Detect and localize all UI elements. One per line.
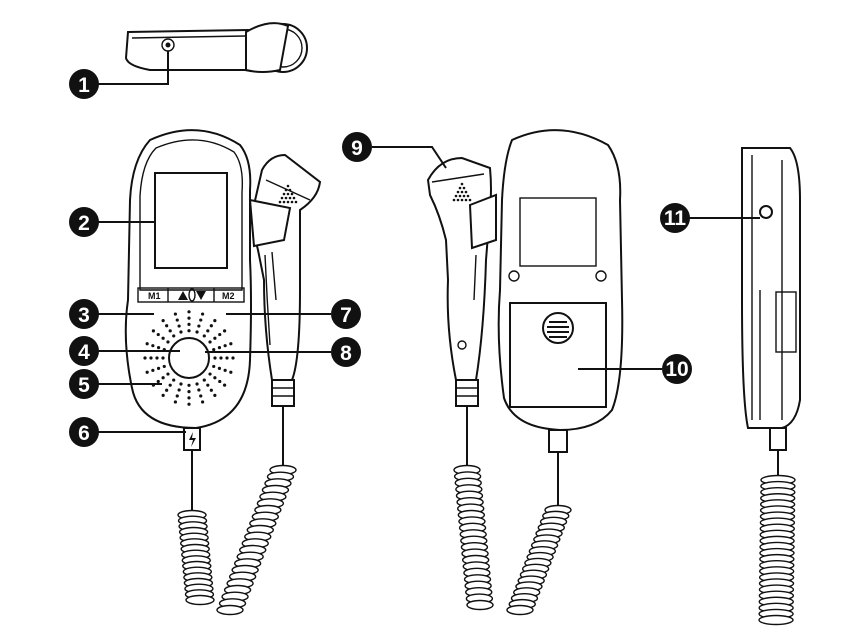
m2-button-label: M2 bbox=[222, 291, 235, 301]
front-view-device: M1 M2 bbox=[124, 129, 322, 616]
svg-text:2: 2 bbox=[78, 212, 90, 235]
side-view-device bbox=[741, 147, 801, 626]
svg-text:4: 4 bbox=[78, 341, 90, 364]
svg-text:9: 9 bbox=[351, 137, 363, 160]
svg-text:11: 11 bbox=[664, 207, 687, 230]
battery-cover bbox=[509, 302, 607, 408]
callout-9: 9 bbox=[342, 132, 372, 162]
svg-text:10: 10 bbox=[665, 358, 688, 381]
callout-6: 6 bbox=[69, 417, 99, 447]
power-icon bbox=[189, 432, 196, 447]
leader-lines bbox=[98, 146, 760, 433]
svg-text:8: 8 bbox=[340, 342, 352, 365]
top-view-device bbox=[98, 22, 308, 85]
side-jack bbox=[759, 205, 773, 219]
svg-text:5: 5 bbox=[78, 374, 90, 397]
callout-5: 5 bbox=[69, 369, 99, 399]
lcd-screen bbox=[154, 172, 228, 269]
up-arrow-icon bbox=[178, 291, 188, 300]
svg-text:3: 3 bbox=[78, 304, 90, 327]
callout-2: 2 bbox=[69, 207, 99, 237]
down-arrow-icon bbox=[196, 291, 206, 300]
back-view-device bbox=[426, 129, 624, 616]
callout-10: 10 bbox=[662, 354, 692, 384]
svg-text:6: 6 bbox=[78, 422, 90, 445]
callout-7: 7 bbox=[331, 299, 361, 329]
callout-1: 1 bbox=[69, 69, 99, 99]
callout-4: 4 bbox=[69, 336, 99, 366]
callout-11: 11 bbox=[660, 203, 690, 233]
callout-3: 3 bbox=[69, 299, 99, 329]
svg-text:7: 7 bbox=[340, 304, 352, 327]
callout-8: 8 bbox=[331, 337, 361, 367]
speaker-grille bbox=[143, 310, 235, 406]
callout-markers: 1 2 3 4 5 6 7 8 bbox=[69, 69, 692, 447]
m1-button-label: M1 bbox=[148, 291, 161, 301]
svg-text:1: 1 bbox=[78, 74, 90, 97]
battery-latch bbox=[542, 312, 574, 344]
